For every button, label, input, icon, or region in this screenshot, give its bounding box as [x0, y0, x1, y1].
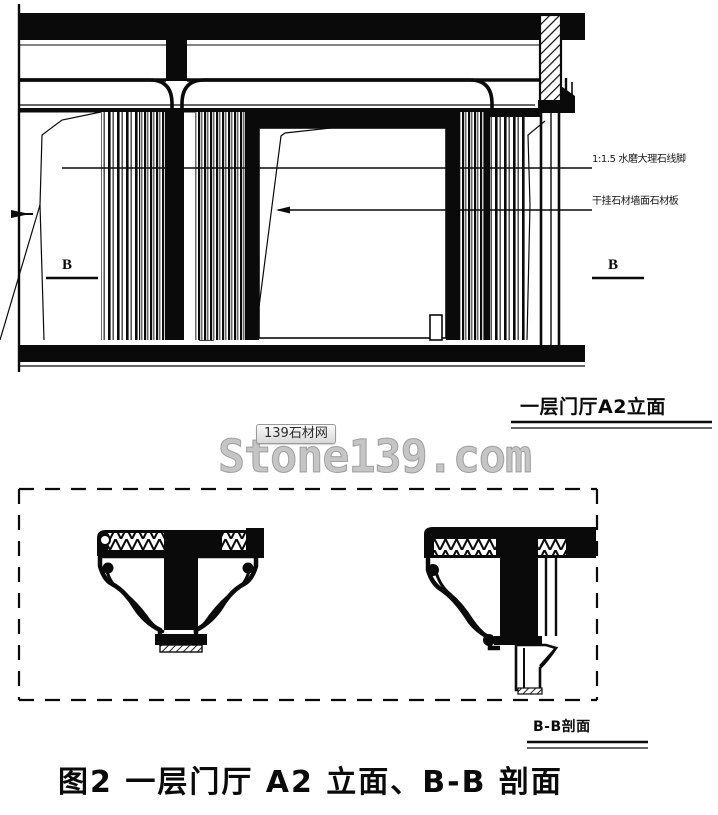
pilaster-right-base-recess	[429, 314, 443, 341]
door-reveal	[258, 127, 447, 339]
right-wall-head	[490, 108, 540, 117]
leader-arrow-2	[276, 206, 290, 214]
arch-head-left	[19, 78, 174, 110]
pilaster-right-inner	[460, 112, 484, 340]
section-drawing	[17, 487, 648, 749]
section-right-stem	[500, 536, 538, 636]
door-frame-outer	[195, 112, 245, 340]
section-profile-right	[424, 527, 596, 695]
annotation-note-2: 干挂石材墙面石材板	[592, 196, 679, 207]
lintel-band	[19, 108, 535, 113]
section-boundary-dashed	[17, 487, 599, 702]
pilaster-left-core	[165, 112, 181, 340]
pilaster-left-edge	[181, 112, 184, 340]
figure-caption: 图2 一层门厅 A2 立面、B-B 剖面	[58, 765, 563, 800]
elevation-drawing	[0, 4, 712, 429]
section-left-stem	[164, 530, 198, 630]
door-jamb-left	[245, 112, 259, 340]
section-title: B-B剖面	[533, 719, 591, 735]
pilaster-right-outer	[490, 112, 526, 340]
arch-head-right	[180, 78, 494, 110]
annotation-note-1: 1:1.5 水磨大理石线脚	[592, 154, 686, 165]
pilaster-right-core	[484, 112, 490, 340]
door-head	[245, 112, 460, 128]
door-jamb-right	[446, 112, 460, 340]
ceiling-band	[19, 13, 585, 40]
pilaster-left-outer	[101, 112, 139, 340]
section-profile-left	[97, 528, 264, 653]
floor-band	[19, 345, 585, 362]
section-mark-right: B	[608, 257, 619, 273]
pilaster-left-inner	[139, 112, 165, 340]
perspective-line-right	[527, 120, 546, 206]
stone-column-hatched	[538, 13, 563, 113]
door-interior-perspective	[254, 115, 457, 339]
section-mark-left: B	[62, 257, 73, 273]
ceiling-pier	[166, 33, 187, 81]
perspective-line-left	[39, 111, 102, 206]
elevation-title: 一层门厅A2立面	[520, 396, 666, 418]
